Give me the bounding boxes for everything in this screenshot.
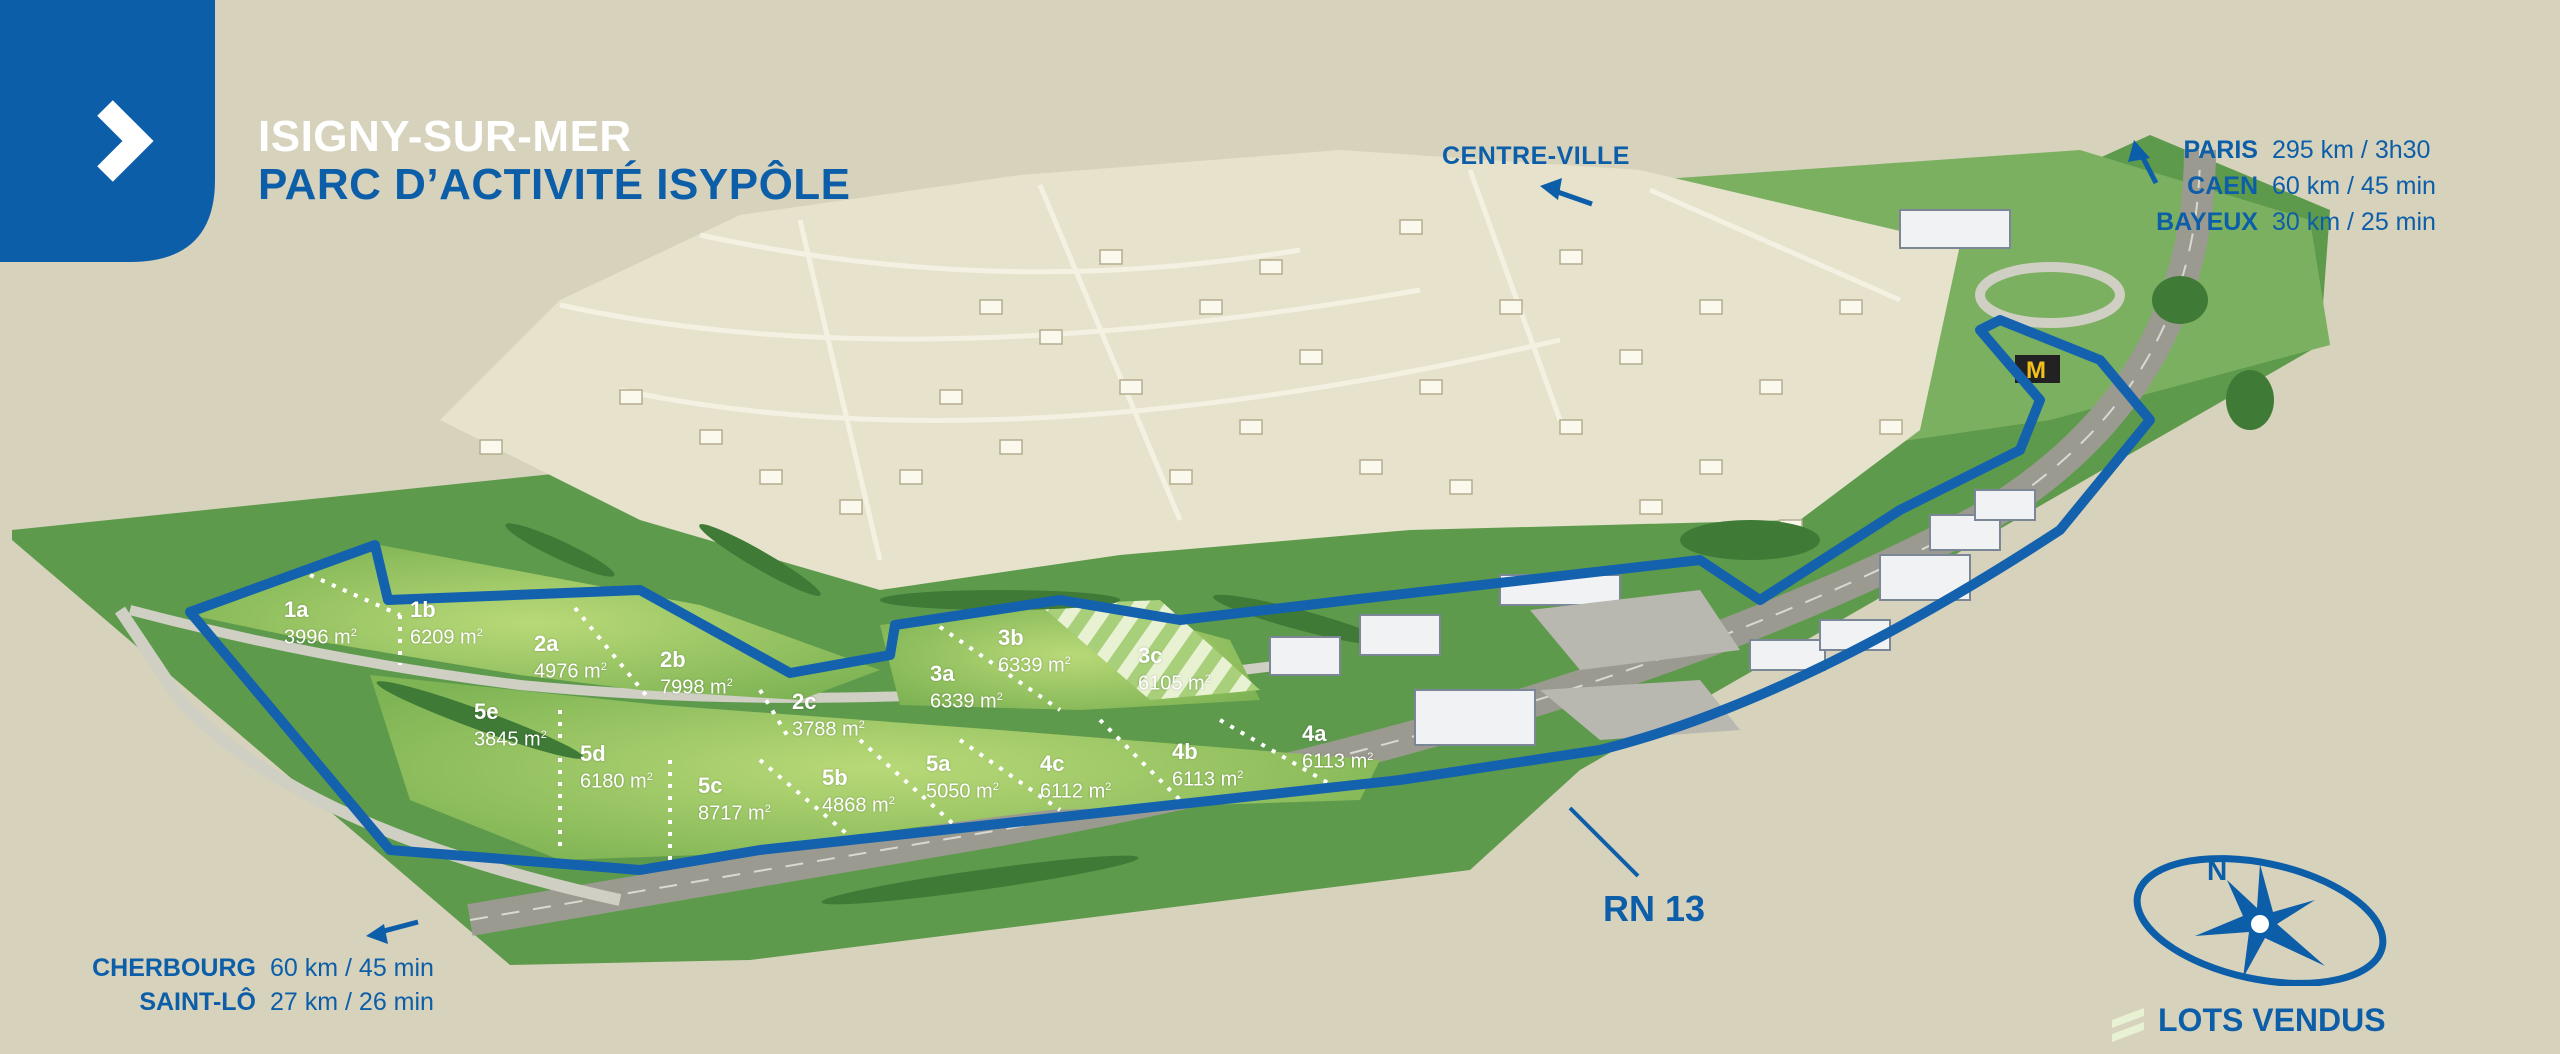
lot-area: 4976 m2	[534, 660, 607, 683]
town-streets	[559, 169, 1902, 561]
lot-area: 6339 m2	[930, 690, 1003, 713]
destination-distance: 295 km / 3h30	[2272, 136, 2431, 164]
lot-3c: 3c 6105 m2	[1138, 644, 1211, 695]
lot-id: 2b	[660, 647, 686, 672]
lot-4a: 4a 6113 m2	[1302, 722, 1373, 773]
fast-food-logo: M	[2026, 357, 2046, 384]
lot-id: 2c	[792, 689, 817, 714]
destination-distance: 60 km / 45 min	[2272, 172, 2436, 200]
lot-area: 3788 m2	[792, 718, 865, 741]
lot-area: 4868 m2	[822, 794, 895, 817]
lot-area: 6113 m2	[1302, 750, 1374, 773]
title-park: PARC D’ACTIVITÉ ISYPÔLE	[258, 160, 851, 209]
houses	[479, 219, 1903, 535]
destination-saint-lo: SAINT-LÔ 27 km / 26 min	[60, 988, 434, 1017]
chevron-right-icon	[97, 100, 154, 182]
legend-sold-lots: LOTS VENDUS	[2158, 1002, 2386, 1038]
destination-city: CAEN	[2187, 172, 2258, 200]
lot-5b: 5b 4868 m2	[822, 766, 895, 817]
lot-area: 7998 m2	[660, 676, 733, 699]
sold-lot-3c	[1040, 600, 1260, 700]
lot-5d: 5d 6180 m2	[580, 742, 653, 793]
destination-distance: 60 km / 45 min	[270, 954, 434, 982]
lots-area	[190, 545, 1380, 860]
lot-id: 1b	[410, 597, 436, 622]
lot-area: 8717 m2	[698, 802, 771, 825]
lot-2c: 2c 3788 m2	[792, 690, 865, 741]
sold-lots-swatch	[2112, 1008, 2144, 1042]
compass-north-label: N	[2207, 855, 2227, 886]
roundabout	[1975, 262, 2125, 328]
lot-2b: 2b 7998 m2	[660, 648, 733, 699]
label-centre-ville: CENTRE-VILLE	[1442, 142, 1630, 170]
lot-id: 4b	[1172, 739, 1198, 764]
lot-area: 3845 m2	[474, 728, 547, 751]
lot-5a: 5a 5050 m2	[926, 752, 999, 803]
direction-arrows	[366, 140, 2159, 944]
lot-id: 5e	[474, 699, 499, 724]
destination-cherbourg: CHERBOURG 60 km / 45 min	[60, 954, 434, 983]
lot-area: 6113 m2	[1172, 768, 1244, 791]
lot-area: 6339 m2	[998, 654, 1071, 677]
lot-4c: 4c 6112 m2	[1040, 752, 1111, 803]
lot-area: 6105 m2	[1138, 672, 1211, 695]
destination-bayeux: BAYEUX 30 km / 25 min	[2142, 208, 2436, 237]
destination-city: CHERBOURG	[92, 954, 256, 982]
park-perimeter	[185, 315, 2155, 875]
lot-area: 3996 m2	[284, 626, 357, 649]
lot-id: 1a	[284, 597, 309, 622]
lot-id: 4c	[1040, 751, 1065, 776]
lot-area: 6112 m2	[1040, 780, 1112, 803]
commercial-buildings	[1269, 209, 2036, 746]
lot-id: 5b	[822, 765, 848, 790]
compass-rose-icon: N	[2133, 855, 2387, 986]
lot-boundaries	[309, 573, 1342, 860]
lot-1a: 1a 3996 m2	[284, 598, 357, 649]
side-road	[115, 606, 622, 906]
lot-3a: 3a 6339 m2	[930, 662, 1003, 713]
lots-zone-west	[190, 545, 880, 700]
lot-area: 6209 m2	[410, 626, 483, 649]
lot-id: 4a	[1302, 721, 1327, 746]
lot-area: 5050 m2	[926, 780, 999, 803]
rn13-leader	[1568, 806, 1640, 878]
destination-paris: PARIS 295 km / 3h30	[2170, 136, 2430, 165]
lot-1b: 1b 6209 m2	[410, 598, 483, 649]
lot-3b: 3b 6339 m2	[998, 626, 1071, 677]
hedgerows	[376, 276, 2274, 905]
destination-distance: 27 km / 26 min	[270, 988, 434, 1016]
destination-city: BAYEUX	[2156, 208, 2258, 236]
title-town: ISIGNY-SUR-MER	[258, 112, 632, 161]
label-rn13: RN 13	[1603, 888, 1706, 929]
lot-id: 3a	[930, 661, 955, 686]
lot-id: 3b	[998, 625, 1024, 650]
lot-id: 5a	[926, 751, 951, 776]
main-highway-lane	[469, 149, 2201, 921]
lot-5e: 5e 3845 m2	[474, 700, 547, 751]
lot-2a: 2a 4976 m2	[534, 632, 607, 683]
lot-id: 2a	[534, 631, 559, 656]
lot-5c: 5c 8717 m2	[698, 774, 771, 825]
destination-distance: 30 km / 25 min	[2272, 208, 2436, 236]
destination-city: SAINT-LÔ	[139, 988, 256, 1016]
lot-id: 3c	[1138, 643, 1163, 668]
header-badge	[0, 0, 215, 262]
lot-4b: 4b 6113 m2	[1172, 740, 1243, 791]
destination-caen: CAEN 60 km / 45 min	[2150, 172, 2436, 201]
lot-area: 6180 m2	[580, 770, 653, 793]
lot-id: 5c	[698, 773, 723, 798]
destination-city: PARIS	[2183, 136, 2258, 164]
lot-id: 5d	[580, 741, 606, 766]
lots-zone-south	[370, 675, 1380, 860]
